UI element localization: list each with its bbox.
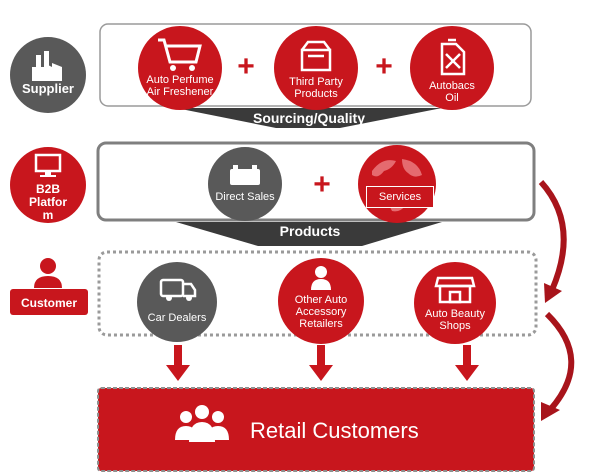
plus-sign-1: + [237, 50, 255, 83]
b2b-label-line1: B2B [35, 182, 60, 196]
customer-car-dealers: Car Dealers [137, 262, 217, 342]
down-arrows [166, 345, 479, 381]
auto-beauty-line1: Auto Beauty [425, 308, 485, 320]
curved-arrow-1-head [544, 283, 562, 303]
sourcing-funnel [176, 108, 442, 128]
direct-sales-label: Direct Sales [215, 191, 275, 203]
other-retailers-line2: Accessory [295, 306, 347, 318]
customer-badge: Customer [8, 256, 90, 320]
supply-item-perfume: Auto Perfume Air Freshener [138, 26, 222, 110]
supplier-label: Supplier [21, 81, 74, 96]
other-retailers-line1: Other Auto [294, 294, 348, 306]
supply-item-third-party-line2: Products [294, 88, 338, 100]
customer-other-retailers: Other Auto Accessory Retailers [278, 258, 364, 344]
products-funnel [176, 222, 442, 246]
services-label: Services [378, 191, 422, 203]
car-dealers-label: Car Dealers [147, 312, 207, 324]
shopping-cart-icon [158, 38, 202, 71]
b2b-badge: B2B Platfor m [10, 147, 86, 223]
truck-icon [159, 278, 197, 301]
retail-customers-label: Retail Customers [250, 418, 419, 443]
supply-item-autobacs-line1: Autobacs [429, 80, 475, 92]
customer-label: Customer [20, 296, 77, 310]
supply-item-autobacs-line2: Oil [445, 92, 459, 104]
products-label: Products [279, 223, 341, 239]
b2b-label-line2: Platfor [28, 195, 67, 209]
supply-item-perfume-line2: Air Freshener [146, 86, 214, 98]
direct-sales-circle: Direct Sales [208, 147, 282, 221]
supply-item-third-party-line1: Third Party [289, 76, 343, 88]
plus-sign-3: + [313, 168, 331, 201]
services-globe [358, 145, 436, 223]
person-icon [311, 266, 331, 290]
curved-arrow-1 [538, 179, 567, 292]
sourcing-quality-label: Sourcing/Quality [252, 110, 365, 126]
globe-icon [372, 159, 422, 212]
oil-can-icon [440, 38, 466, 76]
plus-sign-2: + [375, 50, 393, 83]
customer-auto-beauty-shops: Auto Beauty Shops [414, 262, 496, 344]
customer-box [97, 250, 538, 337]
supply-item-autobacs-oil: Autobacs Oil [410, 26, 494, 110]
product-box-icon [300, 40, 332, 72]
car-battery-icon [230, 165, 260, 185]
other-retailers-line3: Retailers [299, 318, 343, 330]
shop-icon [434, 276, 476, 304]
supplier-badge: Supplier [10, 37, 86, 113]
supply-item-perfume-line1: Auto Perfume [146, 74, 214, 86]
supply-item-third-party: Third Party Products [274, 26, 358, 110]
factory-icon [32, 51, 62, 81]
auto-beauty-line2: Shops [439, 320, 471, 332]
monitor-icon [34, 153, 62, 177]
customer-person-icon [34, 258, 62, 288]
curved-arrow-2-head [541, 402, 560, 421]
curved-arrow-2 [544, 311, 575, 412]
b2b-label-line3: m [42, 208, 54, 222]
